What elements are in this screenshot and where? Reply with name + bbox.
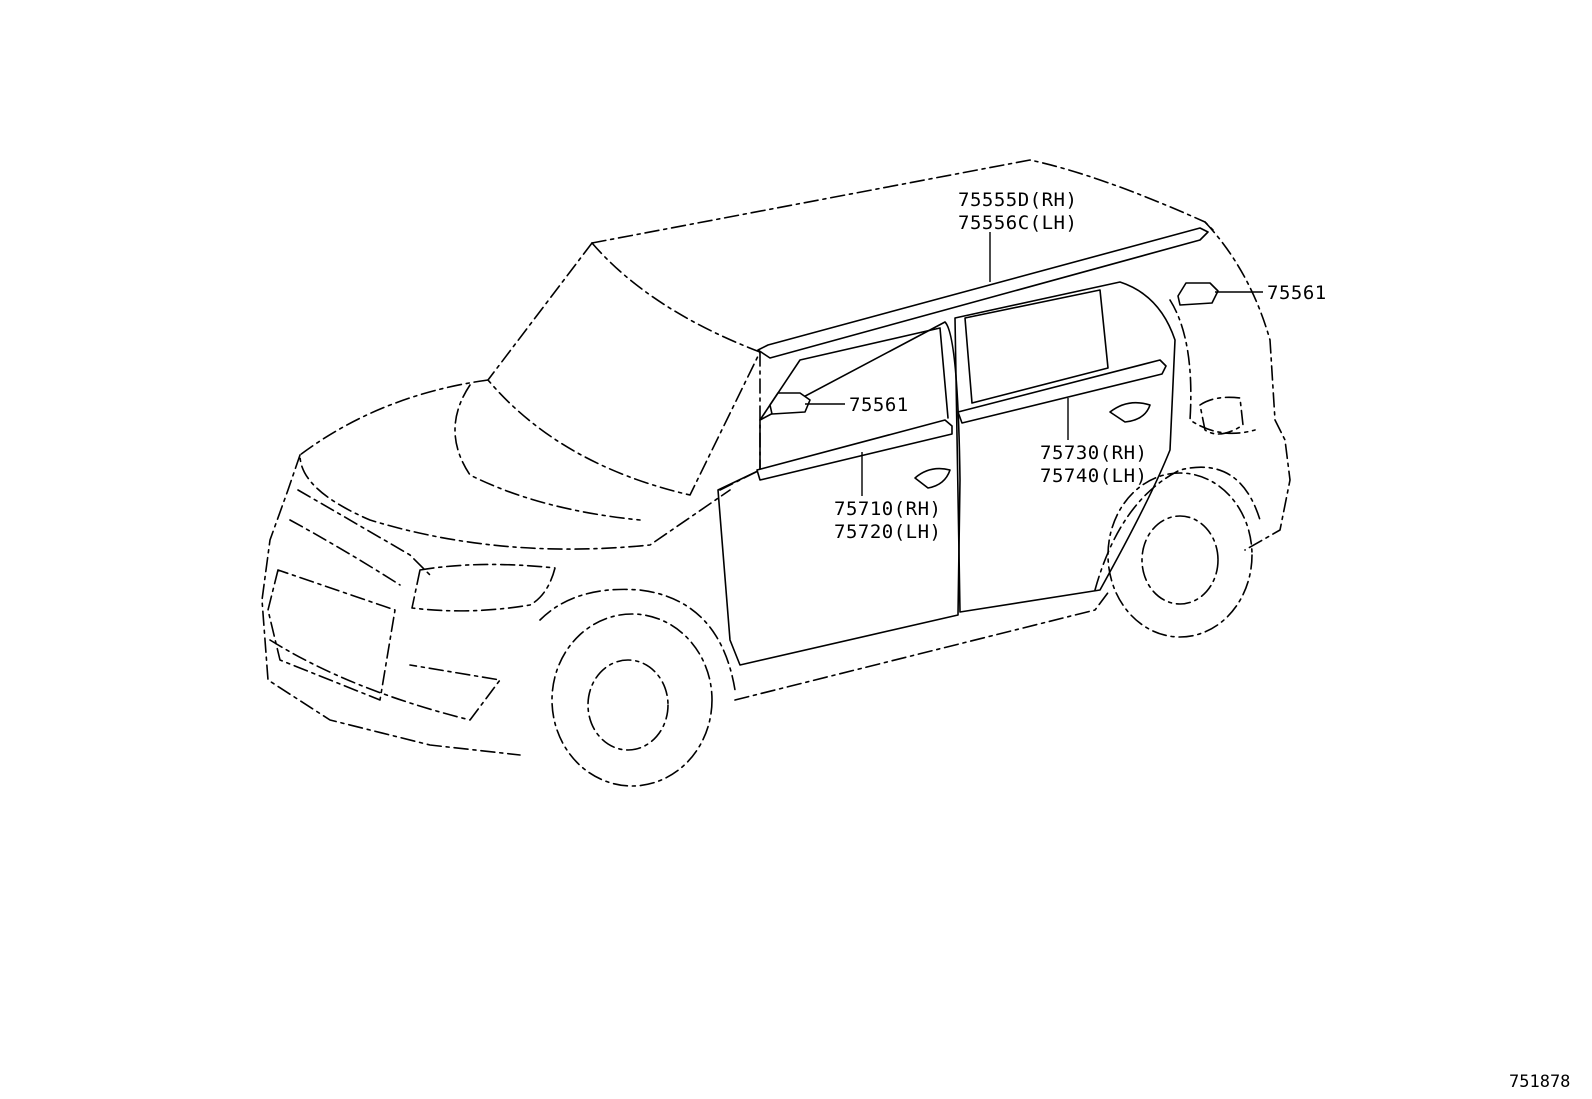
rear-quarter-inner — [1169, 299, 1256, 435]
figure-number: 751878 — [1509, 1072, 1570, 1092]
windshield — [487, 242, 761, 496]
rear-belt-molding — [957, 359, 1167, 424]
rear-wheel — [1107, 472, 1253, 638]
callout-rear-belt-rh: 75730(RH) — [1040, 442, 1147, 464]
callout-clip-rear: 75561 — [1267, 282, 1327, 304]
callouts: 75555D(RH) 75556C(LH) 75561 75561 75710(… — [834, 189, 1570, 1092]
leader-lines — [805, 232, 1263, 496]
callout-front-belt-rh: 75710(RH) — [834, 498, 941, 520]
grille-mid — [289, 519, 401, 586]
rear-wheel-arch — [1094, 466, 1261, 591]
front-door-window — [759, 327, 949, 421]
callout-roof-molding-rh: 75555D(RH) — [958, 189, 1077, 211]
front-door — [717, 321, 961, 666]
roof-drip-molding — [757, 227, 1209, 359]
doors — [717, 281, 1176, 666]
headlamp — [411, 563, 556, 612]
parts — [756, 227, 1219, 481]
rear-door-handle — [1109, 401, 1151, 423]
front-fascia — [261, 454, 521, 756]
fuel-door — [1199, 396, 1244, 435]
callout-rear-belt-lh: 75740(LH) — [1040, 465, 1147, 487]
hood-crease — [454, 384, 641, 521]
front-belt-molding — [756, 419, 953, 481]
callout-roof-molding-lh: 75556C(LH) — [958, 212, 1077, 234]
hood-outline — [299, 379, 731, 550]
rear-door-window — [964, 289, 1109, 404]
roof-outline — [591, 159, 1216, 244]
front-clip — [769, 392, 811, 415]
rear-wheel-hub — [1141, 515, 1219, 605]
front-door-handle — [914, 467, 951, 489]
roof-front-edge — [591, 242, 761, 353]
rear-door — [954, 281, 1176, 613]
callout-clip-front: 75561 — [849, 394, 909, 416]
bumper-lower — [269, 639, 501, 721]
rear-quarter — [1204, 221, 1291, 551]
front-wheel — [551, 613, 713, 787]
callout-front-belt-lh: 75720(LH) — [834, 521, 941, 543]
rocker-panel — [734, 589, 1111, 701]
front-wheel-arch — [539, 588, 736, 691]
front-wheel-hub — [587, 659, 669, 751]
rear-clip — [1177, 282, 1219, 306]
grille-upper — [297, 489, 431, 576]
grille-box — [267, 569, 396, 701]
